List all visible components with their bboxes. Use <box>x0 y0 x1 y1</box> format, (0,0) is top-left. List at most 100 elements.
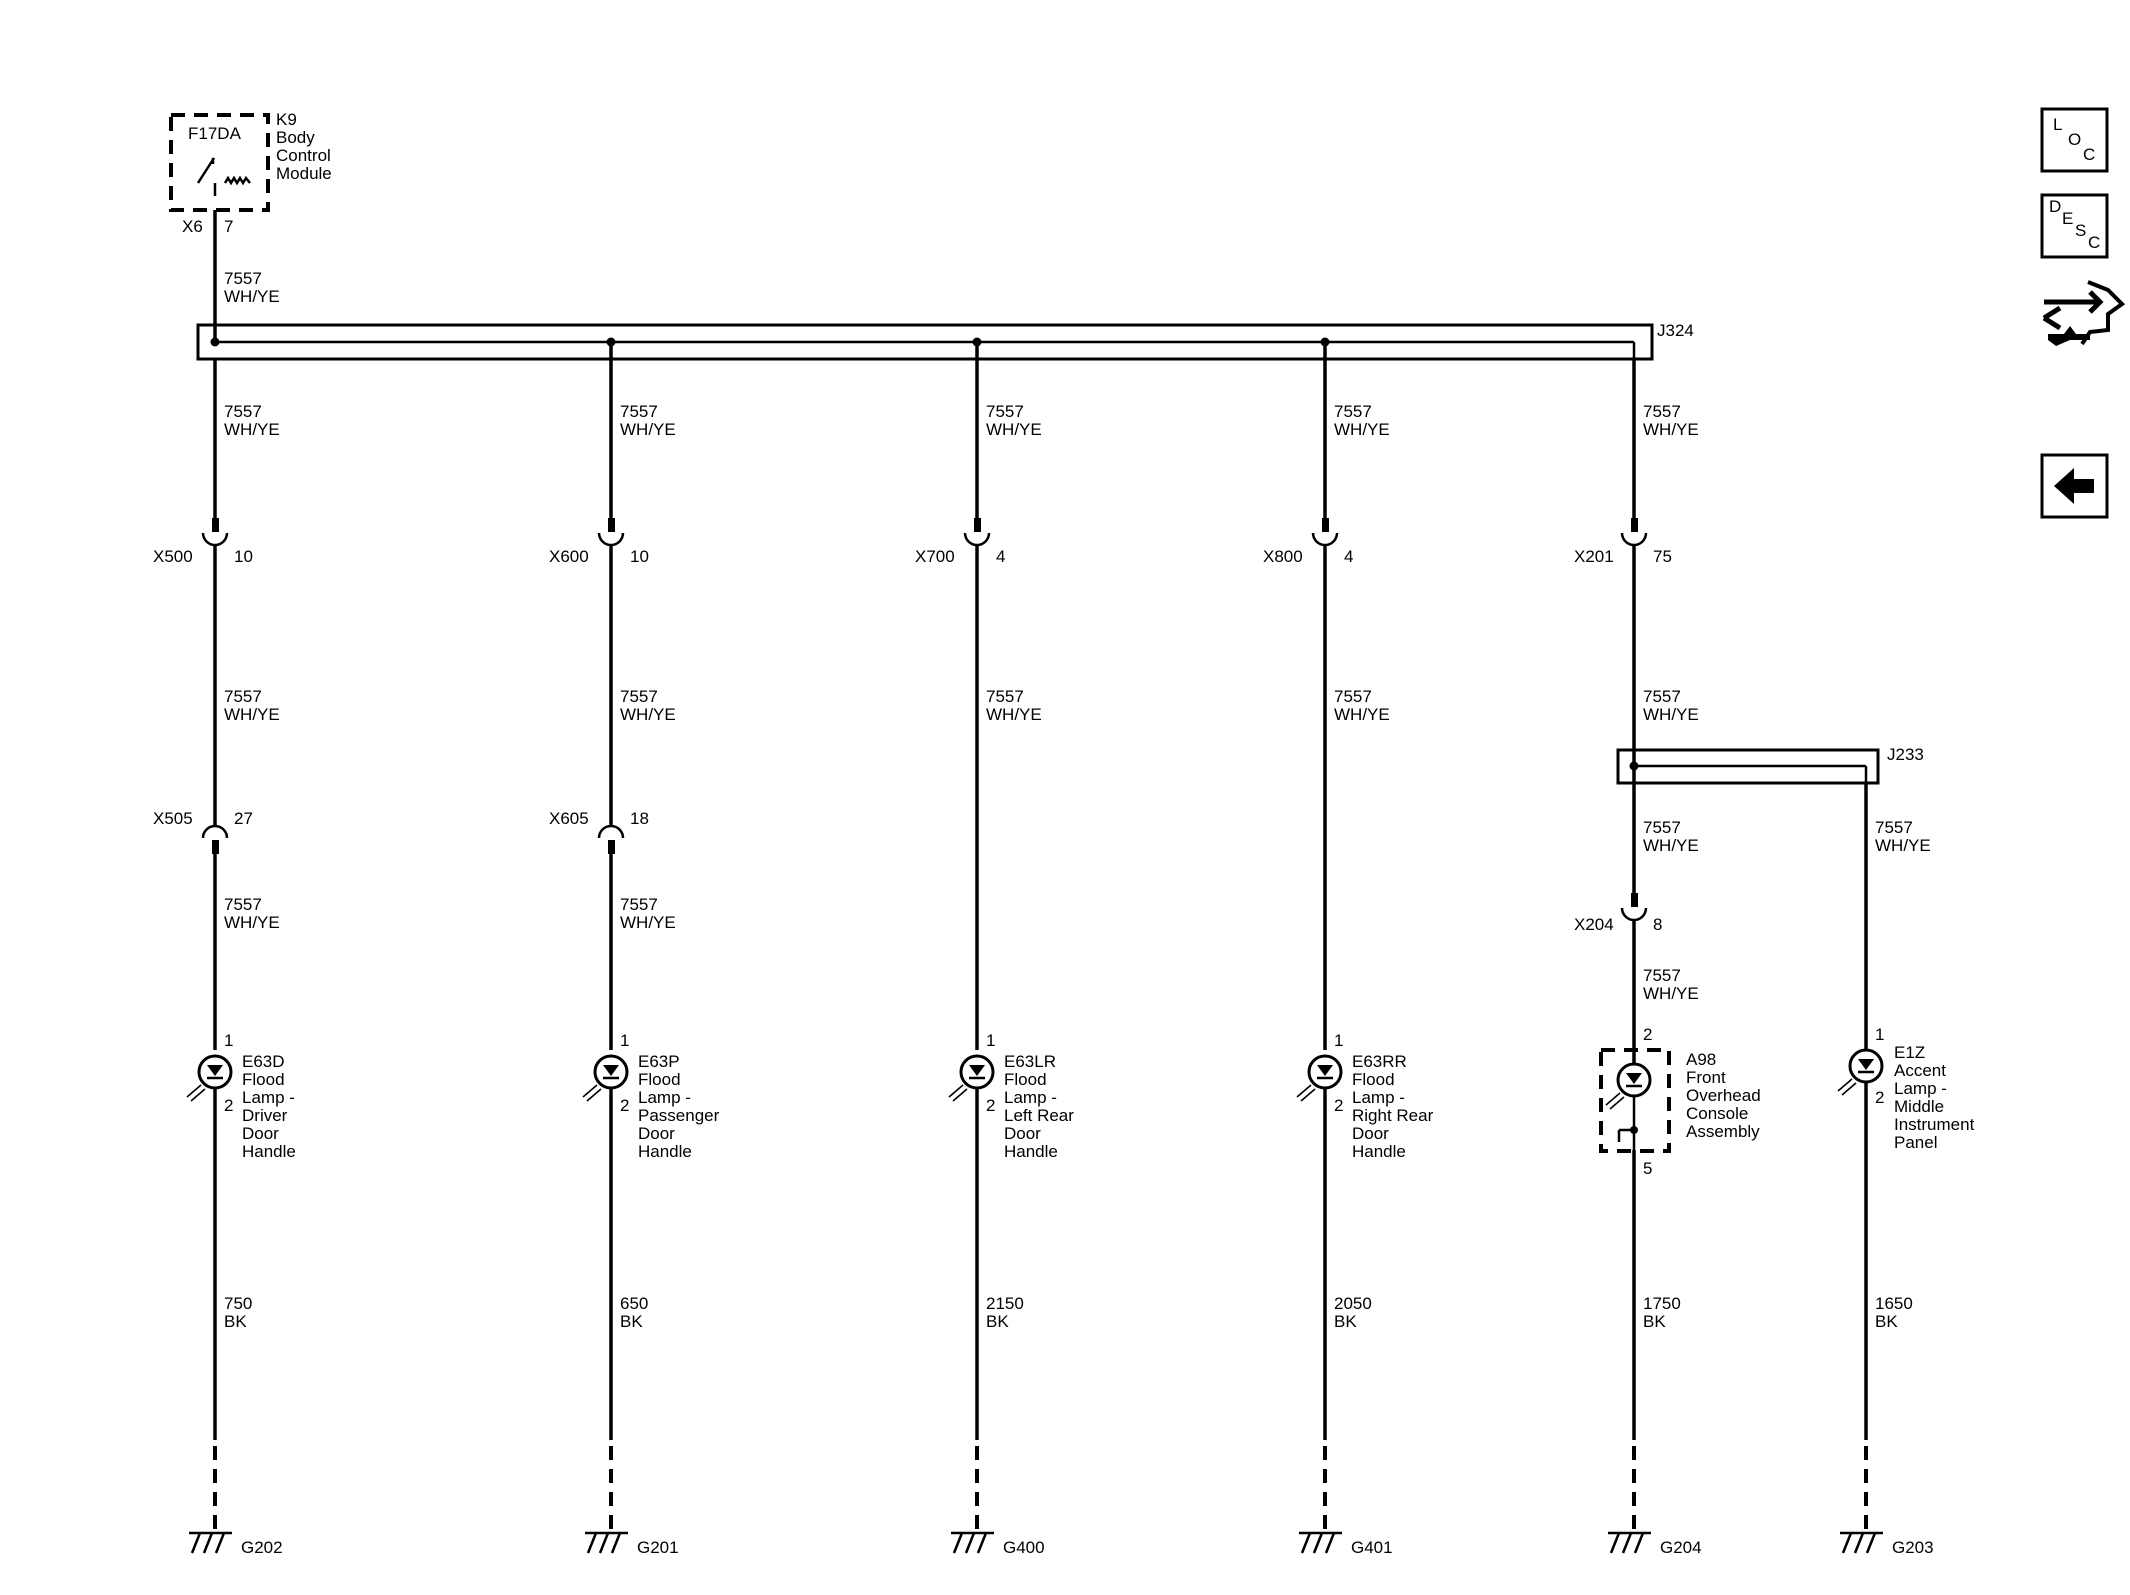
svg-text:L: L <box>2053 115 2062 134</box>
wire-circuit: 1650 <box>1875 1294 1913 1313</box>
lamp-pin-top: 1 <box>986 1031 995 1050</box>
ground-label: G203 <box>1892 1538 1934 1557</box>
lamp-description: Flood Lamp - Passenger Door Handle <box>638 1070 724 1161</box>
connector-pin: 10 <box>630 547 649 566</box>
wire-circuit: 1750 <box>1643 1294 1681 1313</box>
wire-circuit: 2050 <box>1334 1294 1372 1313</box>
connector-id: X201 <box>1574 547 1614 566</box>
wire-color: WH/YE <box>986 705 1042 724</box>
splice-label: J233 <box>1887 745 1924 764</box>
wire-color: WH/YE <box>620 705 676 724</box>
wire-color: WH/YE <box>620 420 676 439</box>
lamp-pin-top: 1 <box>224 1031 233 1050</box>
wire-color: BK <box>1875 1312 1898 1331</box>
wire-circuit: 7557 <box>224 269 262 288</box>
lamp-icon <box>948 1054 995 1102</box>
module-name: Body Control Module <box>276 128 336 183</box>
desc-button[interactable]: D E S C <box>2040 193 2109 259</box>
ground-icon <box>1299 1531 1342 1554</box>
console-assembly-box <box>1599 1048 1671 1153</box>
connector-icon <box>201 518 229 547</box>
ground-icon <box>1840 1531 1883 1554</box>
connector-pin: 27 <box>234 809 253 828</box>
body-control-module: F17DA K9 Body Control Module X6 7 <box>169 110 336 236</box>
svg-text:D: D <box>2049 197 2061 216</box>
lamp-icon <box>582 1054 629 1102</box>
wire-circuit: 7557 <box>1875 818 1913 837</box>
lamp-pin-bottom: 2 <box>1875 1088 1884 1107</box>
back-arrow-button[interactable] <box>2040 453 2109 519</box>
module-connector: X6 <box>182 217 203 236</box>
lamp-pin-top: 1 <box>1875 1025 1884 1044</box>
ground-label: G201 <box>637 1538 679 1557</box>
wire-color: WH/YE <box>1643 420 1699 439</box>
connector-id: X600 <box>549 547 589 566</box>
wire-circuit: 7557 <box>986 402 1024 421</box>
connector-pin: 10 <box>234 547 253 566</box>
switch-icon <box>1617 1096 1638 1150</box>
wire-circuit: 7557 <box>1643 818 1681 837</box>
lamp-pin-bottom: 2 <box>986 1096 995 1115</box>
module-id: K9 <box>276 110 297 129</box>
lamp-id: E63P <box>638 1052 680 1071</box>
ground-icon <box>585 1531 628 1554</box>
wire-color: WH/YE <box>224 420 280 439</box>
splice-j324: J324 <box>196 321 1694 361</box>
wire-circuit: 7557 <box>224 687 262 706</box>
connector-swap-icon[interactable] <box>2042 280 2126 346</box>
branch-console: 7557 WH/YE X201 75 7557 WH/YE J233 7557 … <box>1574 359 1924 1557</box>
lamp-id: E1Z <box>1894 1043 1925 1062</box>
lamp-id: E63D <box>242 1052 285 1071</box>
ground-label: G401 <box>1351 1538 1393 1557</box>
wire-color: WH/YE <box>1643 836 1699 855</box>
branch-left-rear: 7557 WH/YE X700 4 7557 WH/YE 1 2 E63LR F… <box>915 342 1079 1557</box>
wire-circuit: 7557 <box>620 687 658 706</box>
lamp-description: Flood Lamp - Right Rear Door Handle <box>1352 1070 1438 1161</box>
module-pin: 7 <box>224 217 233 236</box>
branch-driver: 7557 WH/YE X500 10 7557 WH/YE X505 27 75… <box>153 359 296 1557</box>
branch-accent: 7557 WH/YE 1 2 E1Z Accent Lamp - Middle … <box>1837 783 1979 1557</box>
splice-label: J324 <box>1657 321 1694 340</box>
lamp-description: Flood Lamp - Left Rear Door Handle <box>1004 1070 1079 1161</box>
wire-circuit: 7557 <box>1334 402 1372 421</box>
lamp-icon <box>1837 1048 1884 1096</box>
wire-color: WH/YE <box>1334 420 1390 439</box>
fuse-icon <box>196 157 251 196</box>
branch-right-rear: 7557 WH/YE X800 4 7557 WH/YE 1 2 E63RR F… <box>1263 342 1438 1557</box>
svg-text:O: O <box>2068 130 2081 149</box>
ground-label: G400 <box>1003 1538 1045 1557</box>
lamp-description: Front Overhead Console Assembly <box>1686 1068 1765 1141</box>
wire-color: WH/YE <box>1875 836 1931 855</box>
lamp-id: E63RR <box>1352 1052 1407 1071</box>
branch-passenger: 7557 WH/YE X600 10 7557 WH/YE X605 18 75… <box>549 342 724 1557</box>
connector-id: X700 <box>915 547 955 566</box>
wire-color: BK <box>1334 1312 1357 1331</box>
back-arrow-icon <box>2054 468 2094 504</box>
connector-icon <box>963 518 991 547</box>
connector-icon <box>1311 518 1339 547</box>
lamp-icon <box>186 1054 233 1102</box>
connector-icon <box>597 824 625 854</box>
wire-circuit: 7557 <box>1643 687 1681 706</box>
wire-circuit: 7557 <box>620 402 658 421</box>
wire-color: BK <box>986 1312 1009 1331</box>
wire-circuit: 7557 <box>224 895 262 914</box>
connector-pin: 8 <box>1653 915 1662 934</box>
lamp-pin-top: 1 <box>620 1031 629 1050</box>
wire-circuit: 750 <box>224 1294 252 1313</box>
svg-text:C: C <box>2088 233 2100 252</box>
connector-icon <box>201 824 229 854</box>
svg-text:E: E <box>2062 209 2073 228</box>
wire-color: WH/YE <box>620 913 676 932</box>
loc-button[interactable]: L O C <box>2040 107 2109 173</box>
lamp-pin-bottom: 2 <box>620 1096 629 1115</box>
connector-icon <box>597 518 625 547</box>
connector-pin: 4 <box>996 547 1005 566</box>
wire-color: BK <box>1643 1312 1666 1331</box>
wire-color: WH/YE <box>1334 705 1390 724</box>
ground-icon <box>1608 1531 1651 1554</box>
connector-id: X605 <box>549 809 589 828</box>
lamp-id: E63LR <box>1004 1052 1056 1071</box>
lamp-pin-top: 1 <box>1334 1031 1343 1050</box>
lamp-description: Accent Lamp - Middle Instrument Panel <box>1894 1061 1979 1152</box>
